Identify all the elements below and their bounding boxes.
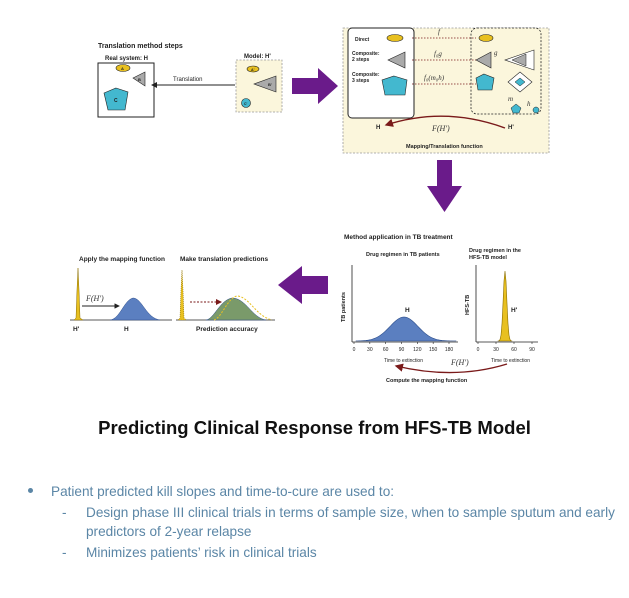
shape-b-label: B xyxy=(138,77,141,82)
regimen-patients-label: Drug regimen in TB patients xyxy=(366,252,440,258)
shape-b xyxy=(132,71,146,87)
bullet-list: Patient predicted kill slopes and time-t… xyxy=(28,482,623,562)
slide-title: Predicting Clinical Response from HFS-TB… xyxy=(98,417,531,438)
shape-c-label: C xyxy=(114,98,118,104)
g-label: g xyxy=(494,49,498,57)
make-predictions-label: Make translation predictions xyxy=(180,256,269,263)
top-FH-label: F(H') xyxy=(431,124,450,133)
x-tick-label: 120 xyxy=(413,347,422,353)
x-tick-label: 30 xyxy=(493,347,499,353)
patients-x-label: Time to extinction xyxy=(384,358,423,364)
m-label: m xyxy=(508,95,513,103)
apply-H-prime-curve xyxy=(73,267,84,321)
model-direct-shape xyxy=(478,34,494,42)
model-small-shape-h xyxy=(532,106,540,114)
shape-a xyxy=(115,64,131,72)
composite3-shape xyxy=(381,75,408,96)
direct-shape xyxy=(386,34,404,42)
real-system-composite-box xyxy=(347,27,415,119)
x-tick-label: 90 xyxy=(399,347,405,353)
patients-H-label: H xyxy=(405,307,410,314)
composite2-label: Composite:2 steps xyxy=(352,51,380,63)
predict-H-curve xyxy=(205,297,267,321)
x-tick-label: 60 xyxy=(383,347,389,353)
h-label: h xyxy=(527,100,531,108)
purple-arrow-down xyxy=(427,160,462,212)
top-mapping-arrow xyxy=(384,115,506,129)
bullet-dot xyxy=(28,488,33,493)
translation-method-figure: Translation method steps Real system: H … xyxy=(70,27,550,384)
model-y-label: HFS-TB xyxy=(465,295,471,315)
sub-bullet-item: - Minimizes patients’ risk in clinical t… xyxy=(28,543,623,562)
patients-distribution-H xyxy=(355,316,457,342)
model-composite3-shape xyxy=(475,73,495,91)
f-m-h-label: f₀(m₀h) xyxy=(424,74,445,82)
tb-application-panel: Method application in TB treatment Drug … xyxy=(341,234,538,384)
patients-y-label: TB patients xyxy=(341,292,347,322)
x-tick-label: 0 xyxy=(477,347,480,353)
sub-bullet-dash: - xyxy=(62,505,67,520)
top-H-label: H xyxy=(376,125,380,131)
patients-x-ticks: 0 30 60 90 120 150 180 xyxy=(353,342,454,353)
compute-mapping-arrow xyxy=(394,363,508,374)
shape-b-prime xyxy=(253,75,277,93)
model-H-prime-label: H' xyxy=(511,307,518,314)
composite-function-panel: Direct Composite:2 steps Composite:3 ste… xyxy=(342,27,550,154)
model-x-ticks: 0 30 60 90 xyxy=(477,342,535,353)
left-H-label: H xyxy=(124,326,129,333)
tb-application-title: Method application in TB treatment xyxy=(344,234,454,241)
sub-bullet-text: Design phase III clinical trials in term… xyxy=(86,505,615,539)
purple-arrow-left xyxy=(278,266,328,304)
translation-steps-panel: Translation method steps Real system: H … xyxy=(97,43,283,118)
mapping-function-label: Mapping/Translation function xyxy=(406,144,483,150)
model-distribution-H-prime xyxy=(497,270,513,342)
top-H-prime-label: H' xyxy=(508,125,514,131)
bullet-item: Patient predicted kill slopes and time-t… xyxy=(28,482,623,501)
bullet-text: Patient predicted kill slopes and time-t… xyxy=(51,484,395,499)
x-tick-label: 90 xyxy=(529,347,535,353)
x-tick-label: 150 xyxy=(429,347,438,353)
sub-bullet-dash: - xyxy=(62,545,67,560)
model-small-shape-m xyxy=(510,103,522,114)
model-composite2-shape-g xyxy=(475,51,492,69)
shape-a-label: A xyxy=(121,66,124,71)
predict-H-prime-curve xyxy=(177,269,187,321)
x-tick-label: 0 xyxy=(353,347,356,353)
shape-a-prime-label: A' xyxy=(251,68,255,72)
predict-prediction-curve xyxy=(213,295,273,321)
prediction-accuracy-label: Prediction accuracy xyxy=(196,326,258,333)
translation-label: Translation xyxy=(173,77,202,83)
predictions-panel: Apply the mapping function Make translat… xyxy=(70,256,275,333)
real-system-label: Real system: H xyxy=(105,56,148,62)
model-composite-box xyxy=(470,27,542,115)
sub-bullet-item: - Design phase III clinical trials in te… xyxy=(28,503,623,541)
direct-label: Direct xyxy=(355,37,370,43)
shape-c-prime-label: C' xyxy=(244,102,247,106)
model-composite3-inner xyxy=(514,77,526,87)
left-H-prime-label: H' xyxy=(73,326,80,333)
f-label: f xyxy=(438,28,441,36)
f-g-label: f₀g xyxy=(434,50,442,58)
translation-steps-title: Translation method steps xyxy=(98,43,183,50)
x-tick-label: 180 xyxy=(445,347,454,353)
purple-arrow-right xyxy=(292,68,338,104)
model-label: Model: H' xyxy=(244,54,271,60)
apply-H-curve xyxy=(109,297,161,321)
model-composite2-shape-inner xyxy=(511,53,527,67)
left-FH-label: F(H') xyxy=(85,294,104,303)
composite2-shape xyxy=(387,51,406,69)
model-x-label: Time to extinction xyxy=(491,358,530,364)
shape-a-prime xyxy=(246,65,260,73)
compute-mapping-label: Compute the mapping function xyxy=(386,378,468,384)
sub-bullet-text: Minimizes patients’ risk in clinical tri… xyxy=(86,545,317,560)
shape-c xyxy=(103,87,129,111)
shape-b-prime-label: B' xyxy=(268,82,272,87)
composite3-label: Composite:3 steps xyxy=(352,72,380,84)
shape-c-prime xyxy=(241,98,251,108)
apply-mapping-label: Apply the mapping function xyxy=(79,256,165,263)
middle-FH-label: F(H') xyxy=(450,358,469,367)
x-tick-label: 30 xyxy=(367,347,373,353)
x-tick-label: 60 xyxy=(511,347,517,353)
